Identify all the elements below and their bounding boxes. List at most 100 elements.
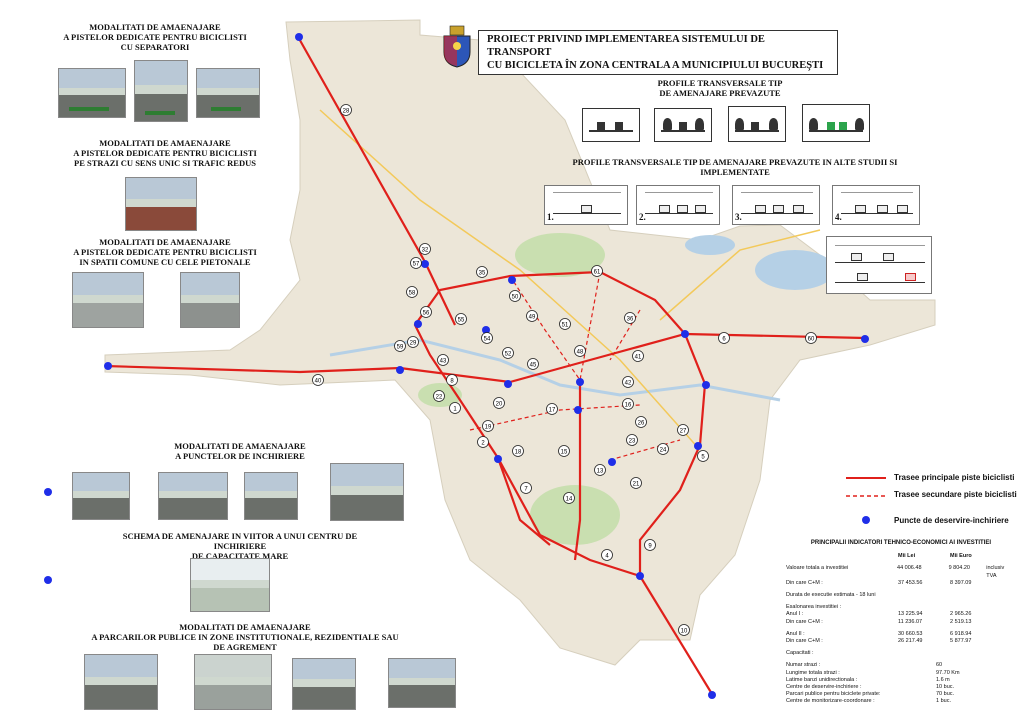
route-badge-circle (626, 434, 638, 446)
route-badge-circle (594, 464, 606, 476)
route-badge-label: 41 (635, 354, 642, 360)
yellow-road-2 (659, 229, 821, 321)
route-number-badge: 54 (481, 332, 493, 344)
sec-route-4 (469, 404, 641, 431)
route-badge-label: 49 (529, 314, 536, 320)
yellow-road-1 (319, 109, 701, 451)
legend-service-point-icon (862, 516, 870, 524)
photo-one-way-street (125, 177, 197, 231)
route-badge-circle (546, 403, 558, 415)
route-number-badge: 35 (476, 266, 488, 278)
route-badge-label: 51 (562, 322, 569, 328)
service-point (504, 380, 512, 388)
route-badge-label: 40 (315, 378, 322, 384)
route-number-badge: 22 (433, 390, 445, 402)
route-badge-circle (632, 350, 644, 362)
profile-type-3 (728, 106, 786, 142)
river-dambovita (329, 338, 781, 402)
route-badge-label: 36 (627, 316, 634, 322)
route-number-badge: 41 (632, 350, 644, 362)
section-rental-title: MODALITATI DE AMAENAJARE A PUNCTELOR DE … (150, 441, 330, 461)
service-point (636, 572, 644, 580)
route-number-badge: 51 (559, 318, 571, 330)
section-title-line: A PARCARILOR PUBLICE IN ZONE INSTITUTION… (91, 632, 399, 652)
route-number-badge: 29 (407, 336, 419, 348)
photo-shared-path-1 (72, 272, 144, 328)
section-title-line: MODALITATI DE AMAENAJARE (99, 138, 231, 148)
route-number-badge: 7 (520, 482, 532, 494)
stats-esal-title: Esalonarea investitiei : (786, 604, 842, 611)
section-pedestrian-title: MODALITATI DE AMAENAJARE A PISTELOR DEDI… (60, 237, 270, 267)
photo-parking-4 (388, 658, 456, 708)
park-south (530, 485, 620, 545)
route-south-diagonal (639, 575, 713, 695)
route-number-badge: 42 (622, 376, 634, 388)
photo-rental-3 (244, 472, 298, 520)
route-badge-circle (419, 243, 431, 255)
route-badge-label: 19 (485, 424, 492, 430)
route-badge-label: 2 (481, 440, 485, 446)
service-point (576, 378, 584, 386)
route-number-badge: 20 (493, 397, 505, 409)
route-badge-circle (477, 436, 489, 448)
route-number-badge: 36 (624, 312, 636, 324)
profile-type-2 (654, 108, 712, 142)
route-badge-circle (312, 374, 324, 386)
route-badge-label: 35 (479, 270, 486, 276)
route-badge-circle (622, 376, 634, 388)
study-number: 2. (639, 212, 646, 222)
route-number-badge: 21 (630, 477, 642, 489)
capacity-row: Parcari publice pentru biciclete private… (786, 691, 955, 698)
route-badge-circle (512, 445, 524, 457)
studies-profiles-title: PROFILE TRANSVERSALE TIP DE AMENAJARE PR… (572, 157, 898, 177)
route-badge-label: 10 (681, 628, 688, 634)
lake-north (685, 235, 735, 255)
route-badge-circle (481, 332, 493, 344)
route-badge-label: 57 (413, 261, 420, 267)
profiles-title-line: PROFILE TRANSVERSALE TIP (657, 78, 783, 88)
route-number-badge: 23 (626, 434, 638, 446)
study-profile-3: 3. (732, 185, 820, 225)
route-number-badge: 1 (449, 402, 461, 414)
legend-lines (846, 477, 886, 497)
map-base (104, 19, 936, 666)
route-badge-circle (476, 266, 488, 278)
service-point (396, 366, 404, 374)
profiles-title: PROFILE TRANSVERSALE TIP DE AMENAJARE PR… (620, 78, 820, 98)
service-point (608, 458, 616, 466)
route-number-badge: 16 (622, 398, 634, 410)
service-point (414, 320, 422, 328)
route-badge-label: 16 (625, 402, 632, 408)
route-number-badge: 61 (591, 265, 603, 277)
route-number-badge: 55 (455, 313, 467, 325)
capacity-row: Lungime totala strazi :97.70 Km (786, 669, 960, 676)
route-badge-label: 29 (410, 340, 417, 346)
investment-indicators: PRINCIPALII INDICATORI TEHNICO-ECONOMICI… (786, 540, 1016, 706)
capacity-row: Centre de deservire-inchiriere :10 buc. (786, 684, 955, 691)
capacity-row: Centre de monitorizare-coordonare :1 buc… (786, 698, 951, 705)
route-badge-label: 1 (453, 406, 457, 412)
route-number-badge: 17 (546, 403, 558, 415)
route-number-badge: 6 (718, 332, 730, 344)
service-point (681, 330, 689, 338)
section-title-line: MODALITATI DE AMAENAJARE (179, 622, 311, 632)
route-number-badge: 19 (482, 420, 494, 432)
section-title-line: MODALITATI DE AMAENAJARE (99, 237, 231, 247)
route-badge-circle (433, 390, 445, 402)
service-point (694, 442, 702, 450)
col-euro: Mii Euro (950, 553, 972, 560)
route-number-badge: 57 (410, 257, 422, 269)
page-title: PROIECT PRIVIND IMPLEMENTAREA SISTEMULUI… (478, 30, 838, 75)
photo-future-rental-center (190, 558, 270, 612)
route-badge-circle (559, 318, 571, 330)
route-number-badge: 56 (420, 306, 432, 318)
service-point (702, 381, 710, 389)
service-point (494, 455, 502, 463)
photo-separated-lane-3 (196, 68, 260, 118)
route-badge-circle (697, 450, 709, 462)
service-points (104, 33, 869, 699)
route-number-badges: 1245678910131415161718192021222324262728… (312, 104, 817, 636)
route-badge-label: 5 (701, 454, 705, 460)
route-badge-label: 42 (625, 380, 632, 386)
